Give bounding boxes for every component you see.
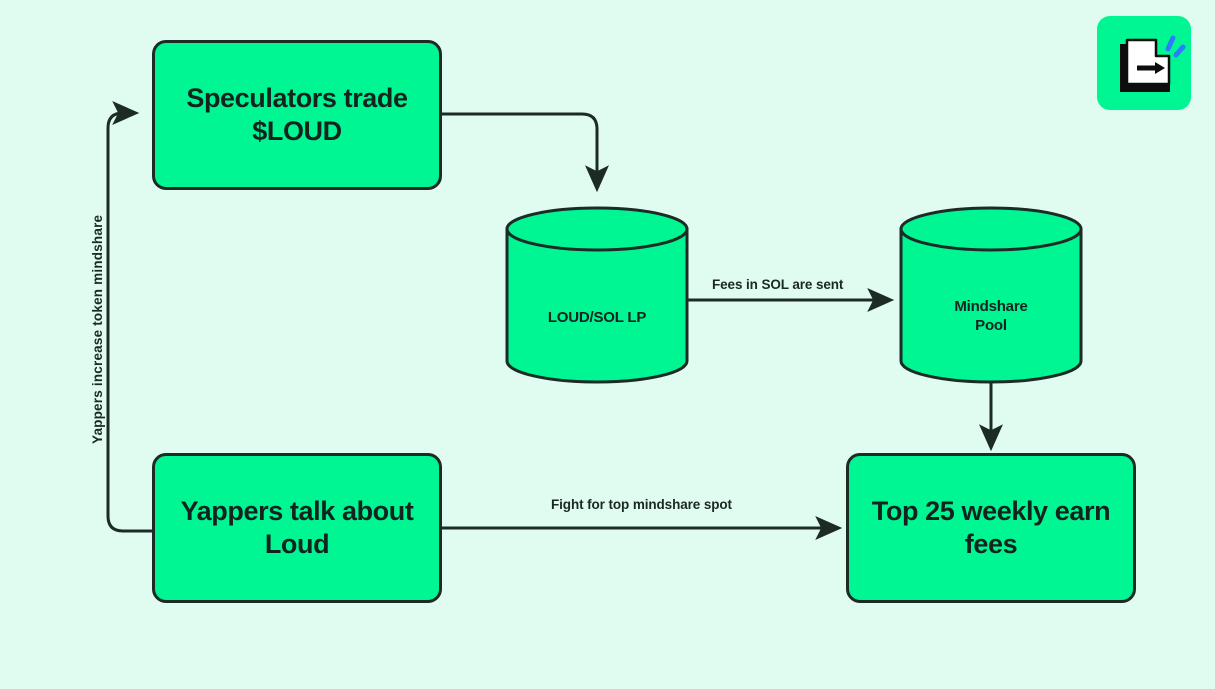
cylinder-shape-mindshare-pool: [899, 206, 1083, 384]
node-mindshare-pool-label: Mindshare Pool: [898, 298, 1084, 336]
edge-label-yappers-increase-token-mindshare: Yappers increase token mindshare: [90, 214, 105, 444]
edge-speculators-to-lp: [442, 112, 609, 193]
node-yappers-line1: Yappers talk about: [180, 496, 414, 527]
node-speculators-trade-loud[interactable]: Speculators trade $LOUD: [152, 40, 442, 190]
node-top25-weekly-earn-fees[interactable]: Top 25 weekly earn fees: [846, 453, 1136, 603]
edge-yappers-to-speculators: [106, 101, 152, 533]
node-mindshare-pool-line1: Mindshare: [954, 298, 1028, 315]
node-loud-sol-lp-label: LOUD/SOL LP: [547, 309, 647, 326]
edge-label-fees-in-sol-are-sent: Fees in SOL are sent: [712, 277, 844, 292]
node-top25-line1: Top 25 weekly earn: [871, 496, 1111, 527]
sparkle-icon: [1165, 35, 1186, 58]
logo-badge[interactable]: [1097, 16, 1191, 110]
node-yappers-talk-about-loud[interactable]: Yappers talk about Loud: [152, 453, 442, 603]
node-top25-label: Top 25 weekly earn fees: [871, 495, 1111, 561]
node-speculators-line2: $LOUD: [252, 116, 342, 146]
cylinder-shape-loud-sol-lp: [505, 206, 689, 384]
node-yappers-line2: Loud: [264, 529, 330, 559]
edge-label-fight-for-top-mindshare-spot: Fight for top mindshare spot: [551, 497, 732, 512]
node-yappers-label: Yappers talk about Loud: [181, 495, 414, 561]
document-arrow-icon: [1120, 35, 1186, 92]
node-top25-line2: fees: [964, 529, 1018, 559]
node-speculators-label: Speculators trade $LOUD: [186, 82, 408, 148]
node-speculators-line1: Speculators trade: [186, 83, 408, 114]
node-loud-sol-lp[interactable]: LOUD/SOL LP: [504, 206, 690, 384]
node-mindshare-pool-line2: Pool: [975, 316, 1007, 334]
node-mindshare-pool[interactable]: Mindshare Pool: [898, 206, 1084, 384]
